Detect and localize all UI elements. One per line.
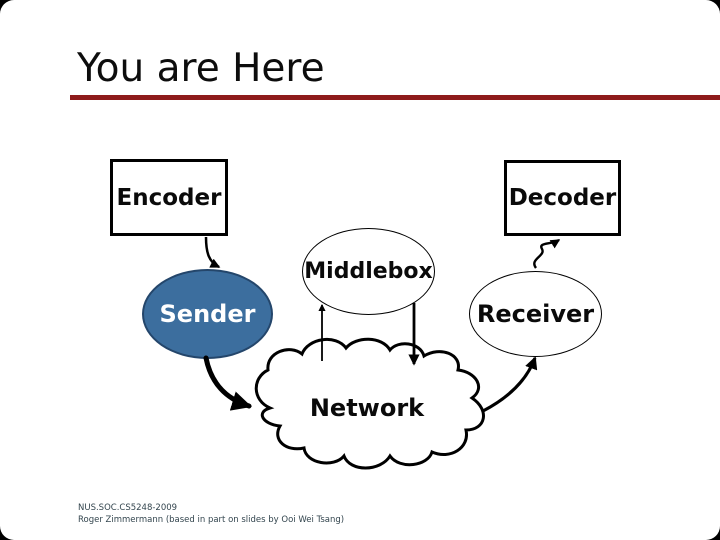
node-receiver: Receiver — [469, 271, 602, 357]
node-sender-label: Sender — [159, 300, 256, 328]
node-sender: Sender — [142, 269, 273, 359]
slide-footer: NUS.SOC.CS5248-2009 Roger Zimmermann (ba… — [78, 503, 344, 526]
node-receiver-label: Receiver — [476, 300, 595, 328]
footer-attribution: Roger Zimmermann (based in part on slide… — [78, 514, 345, 525]
arrow-encoder-to-sender — [204, 236, 221, 269]
node-encoder-label: Encoder — [116, 184, 222, 211]
node-decoder: Decoder — [504, 160, 621, 236]
title-accent-rule — [70, 95, 720, 100]
footer-course-code: NUS.SOC.CS5248-2009 — [78, 503, 178, 513]
node-encoder: Encoder — [110, 159, 228, 236]
node-network-label: Network — [309, 394, 425, 422]
node-middlebox-label: Middlebox — [304, 259, 433, 284]
node-middlebox: Middlebox — [302, 228, 435, 315]
arrow-network-to-receiver — [482, 356, 538, 413]
arrow-sender-to-network — [203, 355, 252, 411]
page-title: You are Here — [77, 46, 325, 91]
node-decoder-label: Decoder — [508, 185, 617, 211]
arrow-receiver-to-decoder — [533, 238, 561, 269]
